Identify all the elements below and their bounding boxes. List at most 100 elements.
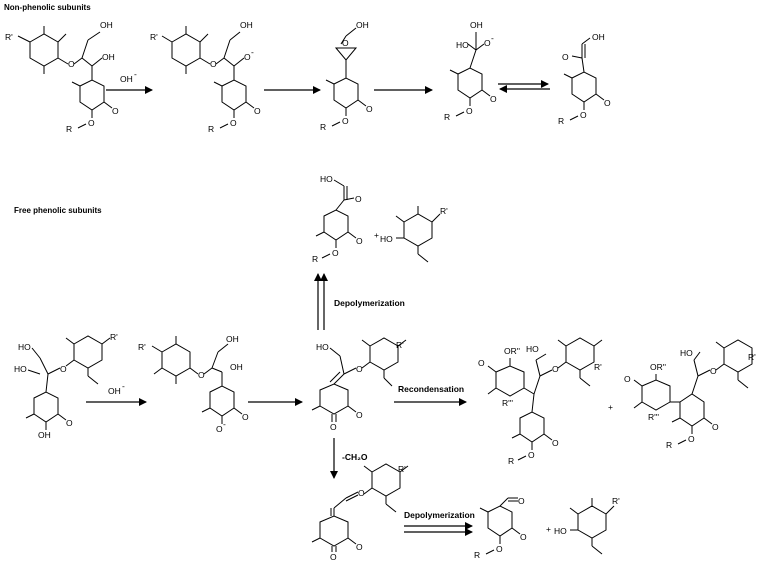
oh-label: OH [592,32,605,42]
ether-o-label: O [356,364,363,374]
methoxy-o-label: O [624,374,631,384]
r-label: R [66,124,72,134]
oh-label: OH [226,334,239,344]
depolymerization-label: Depolymerization [334,298,405,308]
methoxy-o-label: O [478,358,485,368]
oh-label: HO [526,344,539,354]
methoxy-o-label: O [356,410,363,420]
r-prime-label: R' [440,206,448,216]
recondensation-product-1: OR'' O R''' O HO R' O O R [478,337,603,466]
non-phenolic-dimer: R' O OH OH O O R [5,20,119,134]
aldehyde-product: O O O R [474,496,527,560]
ether-o-label: O [88,118,95,128]
free-phenolic-header: Free phenolic subunits [14,206,102,215]
methoxy-o-label: O [254,106,261,116]
ether-o-label: O [466,106,473,116]
ketone-o-label: O [355,194,362,204]
enolate-intermediate: HO OH O - O O R [444,20,497,122]
oh-label: HO [680,348,693,358]
ether-o-label: O [710,366,717,376]
phenolate-intermediate: R' O OH OH O O - [138,334,249,434]
hibbert-ketone-product: OH O O O R [558,32,611,126]
carbonyl-o-label: O [330,422,337,432]
minus-superscript: - [491,33,494,43]
r-prime-label: R' [150,32,158,42]
ether-o-label: O [60,364,67,374]
alkoxide-o-label: O [484,38,491,48]
plus-sign: + [608,402,613,412]
ether-o-label: O [230,118,237,128]
plus-sign: + [546,524,551,534]
quinone-methide-intermediate: HO O R' O O [311,337,407,432]
phenol-oh-label: HO [554,526,567,536]
or-dprime-label: OR'' [504,346,520,356]
or-dprime-label: OR'' [650,362,666,372]
ether-o-label: O [528,450,535,460]
phenol-product: R' HO [554,496,620,555]
r-prime-label: R' [110,332,118,342]
methoxy-o-label: O [552,438,559,448]
oh-label: OH [230,362,243,372]
non-phenolic-header: Non-phenolic subunits [4,3,91,12]
methoxy-o-label: O [356,236,363,246]
phenolate-o-label: O [216,424,223,434]
minus-superscript: - [122,381,125,391]
methoxy-o-label: O [712,422,719,432]
methoxy-o-label: O [604,98,611,108]
oh-minus-condition: OH [108,386,121,396]
ether-o-label: O [332,248,339,258]
r-triple-prime-label: R''' [648,412,659,422]
oh-label: HO [14,364,27,374]
plus-sign: + [374,230,379,240]
oh-label: OH [356,20,369,30]
ether-o-label: O [580,110,587,120]
minus-superscript: - [223,419,226,429]
oh-label: OH [102,52,115,62]
ether-o-label: O [688,434,695,444]
oh-label: HO [316,342,329,352]
minus-superscript: - [251,47,254,57]
r-label: R [312,254,318,264]
oh-label: OH [240,20,253,30]
methoxy-o-label: O [366,104,373,114]
r-label: R [558,116,564,126]
r-prime-label: R' [396,340,404,350]
methoxy-o-label: O [520,532,527,542]
r-prime-label: R' [748,352,756,362]
phenolic-dimer: HO HO O R' O OH [14,332,118,440]
r-label: R [508,456,514,466]
ether-o-label: O [496,544,503,554]
methoxy-o-label: O [242,412,249,422]
ether-o-label: O [342,116,349,126]
phenol-oh-label: HO [380,234,393,244]
oh-label: OH [100,20,113,30]
ether-o-label: O [210,59,217,69]
recondensation-label: Recondensation [398,384,464,394]
depolymerization-ketone-product: HO O O O R [312,174,363,264]
r-label: R [666,440,672,450]
r-label: R [320,122,326,132]
r-label: R [444,112,450,122]
alkoxide-intermediate: R' O OH O - O O R [150,20,261,134]
recondensation-product-2: OR'' O R''' O O R HO O R' [624,339,756,450]
oh-label: HO [18,342,31,352]
alkoxide-o-label: O [244,52,251,62]
phenol-oh-label: OH [38,430,51,440]
methoxy-o-label: O [66,418,73,428]
phenol-product: R' HO [380,206,448,263]
r-label: R [474,550,480,560]
ether-o-label: O [552,364,559,374]
depolymerization-label: Depolymerization [404,510,475,520]
r-label: R [208,124,214,134]
epoxide-o-label: O [342,38,349,48]
r-prime-label: R' [5,32,13,42]
r-prime-label: R' [398,464,406,474]
methoxy-o-label: O [112,106,119,116]
oh-minus-condition: OH [120,74,133,84]
epoxide-intermediate: O OH O O R [320,20,373,132]
minus-superscript: - [134,69,137,79]
oh-label: HO [456,40,469,50]
r-prime-label: R' [138,342,146,352]
r-prime-label: R' [612,496,620,506]
r-prime-label: R' [594,362,602,372]
